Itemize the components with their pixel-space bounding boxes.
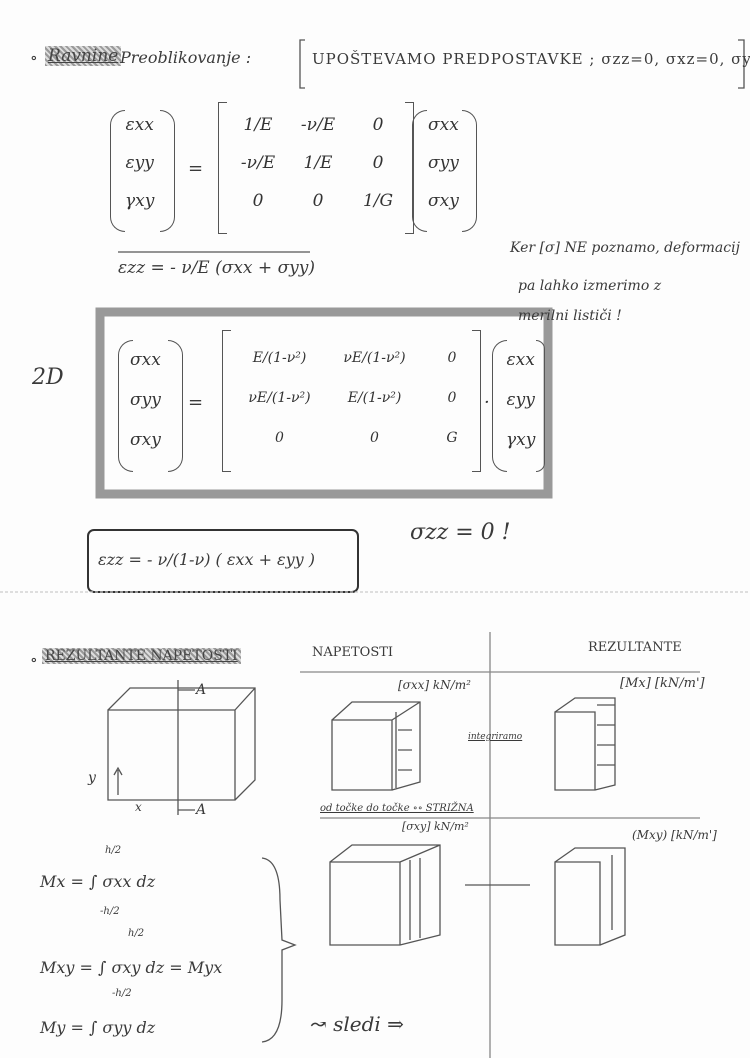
column-header-napetosti: NAPETOSTI bbox=[312, 645, 394, 660]
cell: 0 bbox=[252, 191, 264, 211]
cell: εxx bbox=[125, 115, 154, 135]
paren bbox=[492, 340, 507, 472]
bullet: ∘ bbox=[30, 48, 38, 67]
limit: h/2 bbox=[128, 928, 145, 939]
label-note: od točke do točke ∘∘ STRIŽNA bbox=[320, 803, 474, 814]
paren bbox=[110, 110, 125, 232]
cell: G bbox=[446, 430, 458, 446]
cell: 1/E bbox=[243, 115, 273, 135]
integral-my: My = ∫ σyy dz bbox=[40, 1018, 156, 1037]
bracket-left bbox=[299, 39, 305, 89]
cell: 0 bbox=[447, 390, 457, 406]
cell: νE/(1-ν²) bbox=[343, 350, 406, 366]
note-line: pa lahko izmerimo z bbox=[518, 278, 662, 294]
paren bbox=[412, 110, 427, 232]
note-line: merilni lističi ! bbox=[518, 308, 622, 324]
strain-vector-2d: εxx εyy γxy bbox=[506, 350, 535, 470]
section-heading: Ravnine bbox=[45, 46, 122, 66]
label-sxx: [σxx] kN/m² bbox=[398, 678, 471, 692]
cell: σyy bbox=[428, 153, 459, 173]
section-label: A bbox=[196, 802, 207, 818]
cell: 1/E bbox=[303, 153, 333, 173]
note-line: Ker [σ] NE poznamo, deformacij bbox=[510, 240, 740, 256]
cell: 1/G bbox=[362, 191, 394, 211]
szz-zero: σzz = 0 ! bbox=[410, 520, 511, 545]
stress-vector: σxx σyy σxy bbox=[428, 115, 459, 229]
cell: εyy bbox=[125, 153, 154, 173]
bracket-right bbox=[738, 39, 745, 89]
stiffness-matrix: E/(1-ν²) νE/(1-ν²) 0 νE/(1-ν²) E/(1-ν²) 0 0 0… bbox=[232, 350, 482, 470]
cell: 0 bbox=[447, 350, 457, 366]
compliance-matrix: 1/E -ν/E 0 -ν/E 1/E 0 0 0 1/G bbox=[228, 115, 408, 229]
dot: · bbox=[484, 392, 490, 413]
cell: γxy bbox=[506, 430, 536, 450]
cell: E/(1-ν²) bbox=[252, 350, 307, 366]
label-mx: [Mx] [kN/m'] bbox=[620, 676, 705, 691]
cell: 0 bbox=[372, 153, 384, 173]
cell: 0 bbox=[275, 430, 284, 446]
bracket bbox=[472, 330, 481, 472]
paren bbox=[536, 340, 545, 472]
paren bbox=[168, 340, 183, 472]
paren bbox=[160, 110, 175, 232]
equals: = bbox=[188, 392, 204, 413]
cell: σxy bbox=[428, 191, 459, 211]
section-label: A bbox=[196, 682, 207, 698]
assumptions: UPOŠTEVAMO PREDPOSTAVKE ; σzz=0, σxz=0, … bbox=[312, 50, 750, 68]
cell: 0 bbox=[312, 191, 324, 211]
column-header-rezultante: REZULTANTE bbox=[588, 640, 682, 655]
cell: σyy bbox=[130, 390, 161, 410]
section-heading-2: REZULTANTE NAPETOSTI bbox=[42, 648, 241, 664]
bullet: ∘ bbox=[30, 650, 38, 669]
cell: νE/(1-ν²) bbox=[248, 390, 311, 406]
ezz-formula: εzz = - ν/E (σxx + σyy) bbox=[118, 258, 316, 278]
label-2d: 2D bbox=[32, 365, 64, 390]
continued-note: ↝ sledi ⇒ bbox=[310, 1012, 404, 1036]
bracket bbox=[222, 330, 231, 472]
integral-mx: Mx = ∫ σxx dz bbox=[40, 872, 156, 891]
cell: σxx bbox=[428, 115, 459, 135]
cell: σxx bbox=[130, 350, 161, 370]
cell: 0 bbox=[370, 430, 379, 446]
limit: -h/2 bbox=[112, 988, 132, 999]
axis-label: x bbox=[135, 800, 142, 814]
strain-vector: εxx εyy γxy bbox=[125, 115, 154, 229]
axis-label: y bbox=[88, 770, 96, 786]
label-mxy: (Mxy) [kN/m'] bbox=[632, 828, 717, 842]
limit: h/2 bbox=[105, 845, 122, 856]
cell: σxy bbox=[130, 430, 161, 450]
bracket bbox=[218, 102, 227, 234]
highlight-box bbox=[95, 307, 553, 499]
label-sxy: [σxy] kN/m² bbox=[402, 820, 469, 833]
integral-mxy: Mxy = ∫ σxy dz = Myx bbox=[40, 958, 223, 977]
ezz-boxed-formula: εzz = - ν/(1-ν) ( εxx + εyy ) bbox=[98, 550, 316, 569]
cell: -ν/E bbox=[240, 153, 276, 173]
cell: εxx bbox=[506, 350, 535, 370]
cell: γxy bbox=[125, 191, 155, 211]
cell: 0 bbox=[372, 115, 384, 135]
cell: εyy bbox=[506, 390, 535, 410]
paren bbox=[462, 110, 477, 232]
equals: = bbox=[188, 158, 204, 179]
subheading: Preoblikovanje : bbox=[120, 48, 252, 67]
label-integriramo: integriramo bbox=[468, 732, 523, 742]
cell: -ν/E bbox=[300, 115, 336, 135]
limit: -h/2 bbox=[100, 906, 120, 917]
stress-vector-2d: σxx σyy σxy bbox=[130, 350, 161, 470]
bracket bbox=[405, 102, 414, 234]
cell: E/(1-ν²) bbox=[347, 390, 402, 406]
